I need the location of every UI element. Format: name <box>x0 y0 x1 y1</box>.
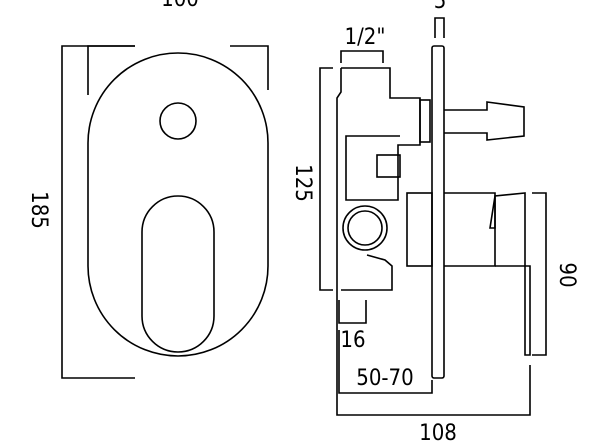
outlet-ring-outer <box>342 205 388 251</box>
lever-base <box>444 192 496 267</box>
width-dim-right <box>230 45 269 90</box>
outlet-ring-inner <box>347 210 383 246</box>
valve-body-bottom <box>341 254 393 291</box>
offset-dim <box>338 300 367 324</box>
dim-depth-range: 50-70 <box>356 366 414 391</box>
diverter-knob <box>159 102 197 140</box>
height-dim-line <box>61 45 135 379</box>
dim-width: 100 <box>161 0 199 12</box>
dim-height: 185 <box>26 191 51 229</box>
dim-handle-height: 90 <box>554 262 579 287</box>
depth-range-dim <box>338 330 433 394</box>
plate-dim <box>434 17 445 38</box>
width-dim-left <box>87 45 135 95</box>
dim-total-depth: 108 <box>419 421 457 441</box>
front-view: 100 185 <box>26 0 269 379</box>
threaded-nut <box>419 99 431 143</box>
cartridge <box>376 154 401 178</box>
dim-offset: 16 <box>340 328 365 353</box>
thread-dim <box>340 50 384 63</box>
valve-body-back <box>336 68 342 382</box>
diverter-handle <box>444 101 525 141</box>
handle-dim <box>532 192 547 356</box>
dim-body-height: 125 <box>290 164 315 202</box>
side-view: 5 1/2" 90 125 16 50-70 108 <box>290 0 579 441</box>
valve-body-top <box>341 67 421 201</box>
lever-handle <box>489 192 531 356</box>
cover-plate-side <box>431 45 445 379</box>
lever-slot <box>141 195 215 353</box>
dim-thread: 1/2" <box>345 25 386 50</box>
total-depth-dim <box>336 365 531 416</box>
dim-plate: 5 <box>434 0 447 14</box>
cover-plate-outline <box>87 52 269 357</box>
body-height-dim <box>319 67 333 291</box>
sleeve <box>406 192 433 267</box>
